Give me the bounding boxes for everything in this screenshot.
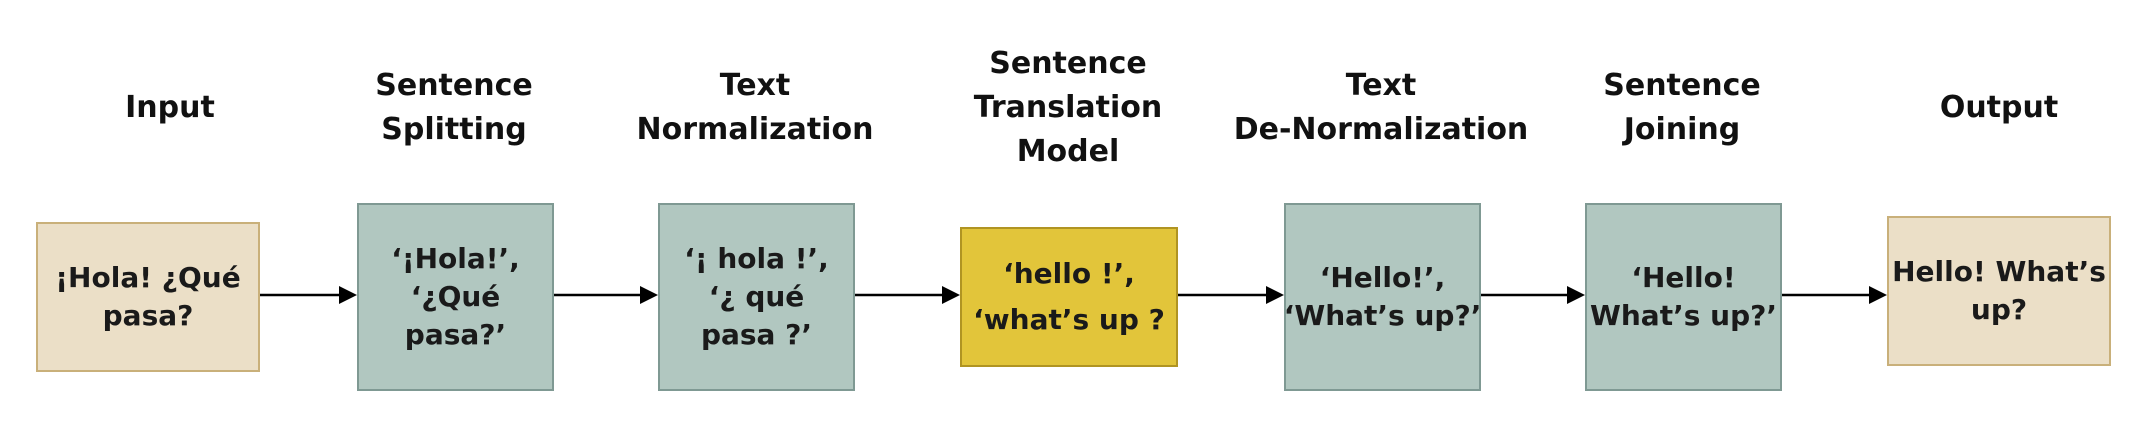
content-line: What’s up?’ bbox=[1589, 299, 1777, 332]
stage-title-text-normalization: Text Normalization bbox=[585, 64, 925, 152]
stage-title-sentence-translation-model: Sentence Translation Model bbox=[898, 42, 1238, 174]
output-box: Hello! What’s up? bbox=[1887, 216, 2111, 366]
content-line: pasa? bbox=[102, 299, 194, 332]
content-line: ¡Hola! ¿Qué bbox=[55, 261, 241, 294]
text-de-normalization-box: ‘Hello!’, ‘What’s up?’ bbox=[1284, 203, 1481, 391]
content-line: ‘¡Hola!’, bbox=[391, 242, 520, 275]
content-line: Hello! What’s bbox=[1892, 255, 2106, 288]
sentence-splitting-box: ‘¡Hola!’, ‘¿Qué pasa?’ bbox=[357, 203, 554, 391]
title-line: Text bbox=[719, 68, 791, 103]
content-line: ‘hello !’, bbox=[1003, 257, 1135, 290]
arrow-normalization-to-model bbox=[855, 286, 960, 304]
title-line: Text bbox=[1345, 68, 1417, 103]
title-line: De-Normalization bbox=[1233, 112, 1529, 147]
arrow-joining-to-output bbox=[1782, 286, 1887, 304]
title-line: Normalization bbox=[636, 112, 874, 147]
text-normalization-box: ‘¡ hola !’, ‘¿ qué pasa ?’ bbox=[658, 203, 855, 391]
title-line: Output bbox=[1939, 90, 2059, 125]
stage-title-input: Input bbox=[0, 86, 340, 130]
stage-title-sentence-splitting: Sentence Splitting bbox=[284, 64, 624, 152]
content-line: ‘Hello! bbox=[1631, 261, 1736, 294]
arrow-model-to-denormalization bbox=[1178, 286, 1284, 304]
title-line: Sentence bbox=[1603, 68, 1761, 103]
arrow-denormalization-to-joining bbox=[1481, 286, 1585, 304]
translation-model-box: ‘hello !’, ‘what’s up ? bbox=[960, 227, 1178, 367]
title-line: Input bbox=[125, 90, 215, 125]
stage-title-text-de-normalization: Text De-Normalization bbox=[1211, 64, 1551, 152]
arrow-splitting-to-normalization bbox=[554, 286, 658, 304]
title-line: Joining bbox=[1623, 112, 1741, 147]
content-line: pasa ?’ bbox=[700, 318, 813, 351]
title-line: Sentence bbox=[989, 46, 1147, 81]
title-line: Translation bbox=[973, 90, 1163, 125]
content-line: ‘¡ hola !’, bbox=[684, 242, 829, 275]
title-line: Splitting bbox=[381, 112, 527, 147]
stage-title-output: Output bbox=[1829, 86, 2146, 130]
sentence-joining-box: ‘Hello! What’s up?’ bbox=[1585, 203, 1782, 391]
stage-title-sentence-joining: Sentence Joining bbox=[1512, 64, 1852, 152]
title-line: Model bbox=[1016, 134, 1120, 169]
title-line: Sentence bbox=[375, 68, 533, 103]
input-box: ¡Hola! ¿Qué pasa? bbox=[36, 222, 260, 372]
content-line: ‘¿Qué bbox=[410, 280, 501, 313]
content-line: ‘Hello!’, bbox=[1319, 261, 1446, 294]
content-line: pasa?’ bbox=[404, 318, 507, 351]
content-line: ‘What’s up?’ bbox=[1283, 299, 1482, 332]
content-line: up? bbox=[1970, 293, 2028, 326]
content-line: ‘what’s up ? bbox=[973, 303, 1165, 336]
arrow-input-to-splitting bbox=[260, 286, 357, 304]
content-line: ‘¿ qué bbox=[708, 280, 805, 313]
